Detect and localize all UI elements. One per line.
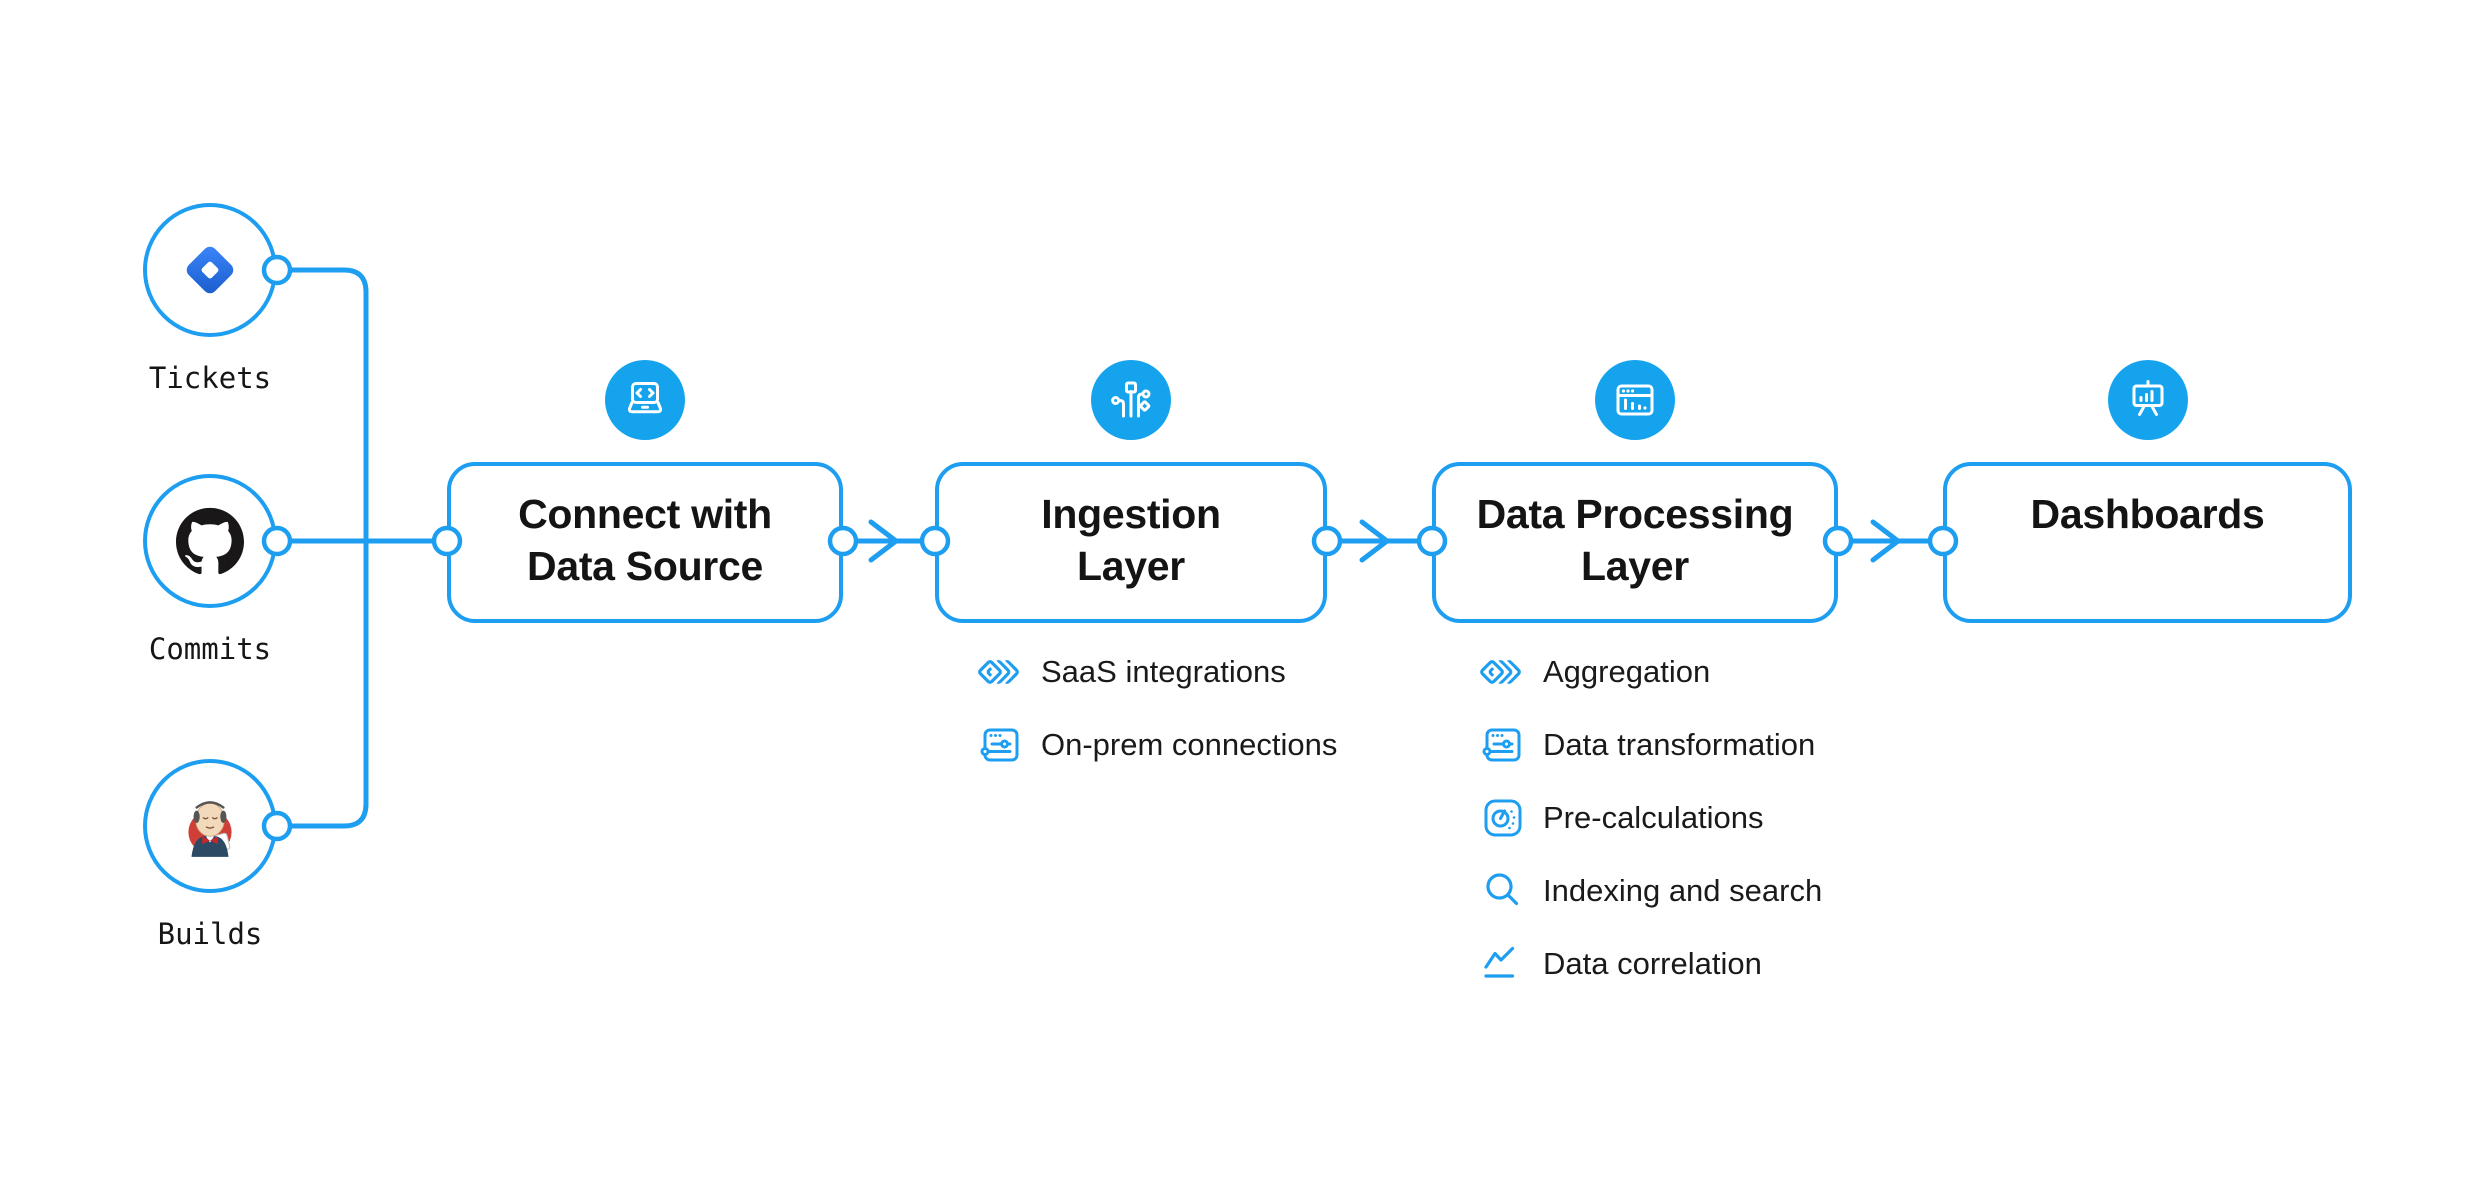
stage-icon-circle: [1091, 360, 1171, 440]
stage-title-line: Data Source: [527, 543, 763, 589]
list-item-label: Aggregation: [1543, 653, 1711, 689]
list-item-label: SaaS integrations: [1041, 653, 1286, 689]
stage-box: Ingestion Layer: [935, 462, 1327, 623]
stage-ingestion-layer: Ingestion Layer: [935, 360, 1327, 623]
jira-icon: [186, 246, 234, 294]
window-chart-icon: [1616, 384, 1654, 416]
stage-box: Dashboards: [1943, 462, 2352, 623]
list-item-label: Data correlation: [1543, 945, 1762, 981]
list-item: Pre-calculations: [1480, 781, 1822, 854]
stage-title-line: Connect with: [518, 491, 772, 537]
presentation-chart-icon: [2132, 380, 2163, 416]
stage-dashboards: Dashboards: [1943, 360, 2352, 623]
stage-title-line: Data Processing: [1476, 491, 1794, 537]
stage-title: Connect with Data Source: [451, 488, 839, 592]
stage-title-line: Ingestion: [1041, 491, 1221, 537]
list-item-label: On-prem connections: [1041, 726, 1338, 762]
source-label: Builds: [157, 917, 263, 951]
list-item: On-prem connections: [978, 708, 1337, 781]
list-item: Data transformation: [1480, 708, 1822, 781]
source-circle: [143, 203, 277, 337]
gauge-icon: [1480, 795, 1526, 841]
stage-title-line: Dashboards: [2030, 491, 2265, 537]
source-node-commits: Commits: [100, 474, 320, 666]
stage-box: Data Processing Layer: [1432, 462, 1838, 623]
window-sliders-icon: [1480, 722, 1526, 768]
stage-data-processing-layer: Data Processing Layer: [1432, 360, 1838, 623]
source-label: Commits: [148, 632, 272, 666]
arrow-head-icon: [868, 519, 899, 563]
stage-title-line: Layer: [1077, 543, 1185, 589]
list-item-label: Indexing and search: [1543, 872, 1823, 908]
diamonds-icon: [1480, 649, 1526, 695]
stage-icon-circle: [605, 360, 685, 440]
stage-title: Data Processing Layer: [1436, 488, 1834, 592]
list-item-label: Pre-calculations: [1543, 799, 1764, 835]
arrow-head-icon: [1359, 519, 1390, 563]
source-circle: [143, 474, 277, 608]
source-circle: [143, 759, 277, 893]
diamonds-icon: [978, 649, 1024, 695]
search-icon: [1480, 868, 1526, 914]
stage-icon-circle: [1595, 360, 1675, 440]
ingestion-feature-list: SaaS integrations On-prem connections: [978, 635, 1337, 781]
source-node-tickets: Tickets: [100, 203, 320, 395]
list-item: Data correlation: [1480, 927, 1822, 1000]
stage-icon-circle: [2107, 360, 2188, 440]
circuit-icon: [1111, 381, 1151, 418]
source-label: Tickets: [148, 361, 272, 395]
stage-box: Connect with Data Source: [447, 462, 843, 623]
list-item: Indexing and search: [1480, 854, 1822, 927]
trend-icon: [1480, 941, 1526, 987]
source-node-builds: Builds: [100, 759, 320, 951]
stage-title-line: Layer: [1581, 543, 1689, 589]
list-item-label: Data transformation: [1543, 726, 1816, 762]
stage-title: Ingestion Layer: [939, 488, 1323, 592]
list-item: Aggregation: [1480, 635, 1822, 708]
processing-feature-list: Aggregation Data transformation: [1480, 635, 1822, 1000]
arrow-head-icon: [1870, 519, 1901, 563]
laptop-code-icon: [627, 382, 663, 414]
jenkins-icon: [188, 801, 232, 857]
stage-title: Dashboards: [1947, 488, 2348, 540]
window-sliders-icon: [978, 722, 1024, 768]
github-icon: [176, 507, 244, 575]
list-item: SaaS integrations: [978, 635, 1337, 708]
stage-connect-data-source: Connect with Data Source: [447, 360, 843, 623]
